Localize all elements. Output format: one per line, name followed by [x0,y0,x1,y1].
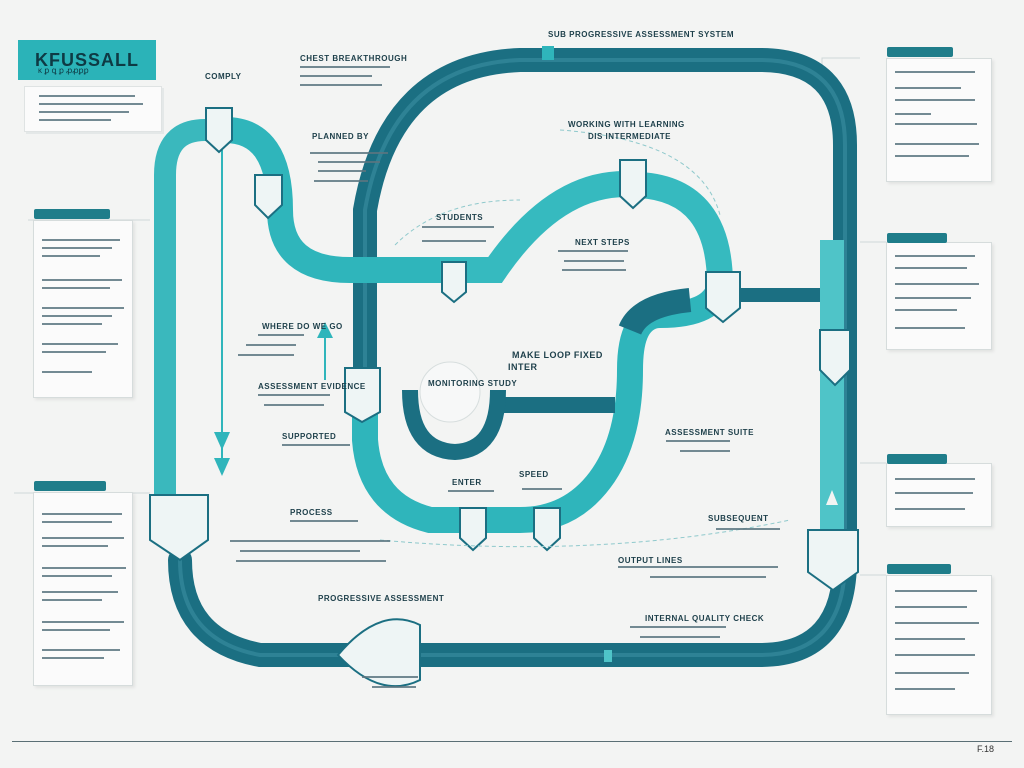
label-l6: STUDENTS [436,213,484,222]
label-l8: WHERE DO WE GO [262,322,343,331]
intro-card [24,86,162,132]
label-l11: ASSESSMENT EVIDENCE [258,382,366,391]
label-l13: SUPPORTED [282,432,337,441]
arrow-head-down-2 [214,458,230,476]
label-l4: WORKING WITH LEARNING [568,120,685,129]
label-l7: NEXT STEPS [575,238,630,247]
title-subtitle: ĸ ꝑ ꝗ ꝑ ꝓꝓꝑꝑ [38,66,89,75]
label-l19: PROGRESSIVE ASSESSMENT [318,594,445,603]
right-card-2 [886,233,992,350]
central-dial [402,389,506,461]
label-l20: INTERNAL QUALITY CHECK [645,614,765,623]
label-top: SUB PROGRESSIVE ASSESSMENT SYSTEM [548,30,735,39]
page-number: F.18 [976,744,994,754]
label-l12: MONITORING STUDY [428,379,518,388]
label-l10: INTER [508,362,538,372]
label-l18: SUBSEQUENT [708,514,769,523]
right-card-3 [886,454,992,527]
label-l16: ENTER [452,478,482,487]
label-l14: ASSESSMENT SUITE [665,428,754,437]
label-l1: CHEST BREAKTHROUGH [300,54,408,63]
left-teal-pipe [154,119,236,516]
right-card-4 [886,564,992,715]
footer-rule [12,741,1012,742]
label-l5: DIS INTERMEDIATE [588,132,671,141]
label-l21: OUTPUT LINES [618,556,683,565]
arrow-head-down-1 [214,432,230,450]
label-l9: MAKE LOOP FIXED [512,350,603,360]
label-l17: PROCESS [290,508,333,517]
faint-guide-lines [14,57,886,576]
node-shields [149,107,859,688]
label-l15: SPEED [519,470,549,479]
left-card-2 [33,481,133,686]
s-curve-upper-left [224,117,440,283]
title-badge: KFUSSALL [18,40,156,80]
right-card-1 [886,47,992,182]
label-l3: PLANNED BY [312,132,370,141]
arrow-head-up-right [826,490,838,505]
label-l2: COMPLY [205,72,242,81]
left-card-1 [33,209,133,398]
top-pipe-tab [542,46,554,60]
